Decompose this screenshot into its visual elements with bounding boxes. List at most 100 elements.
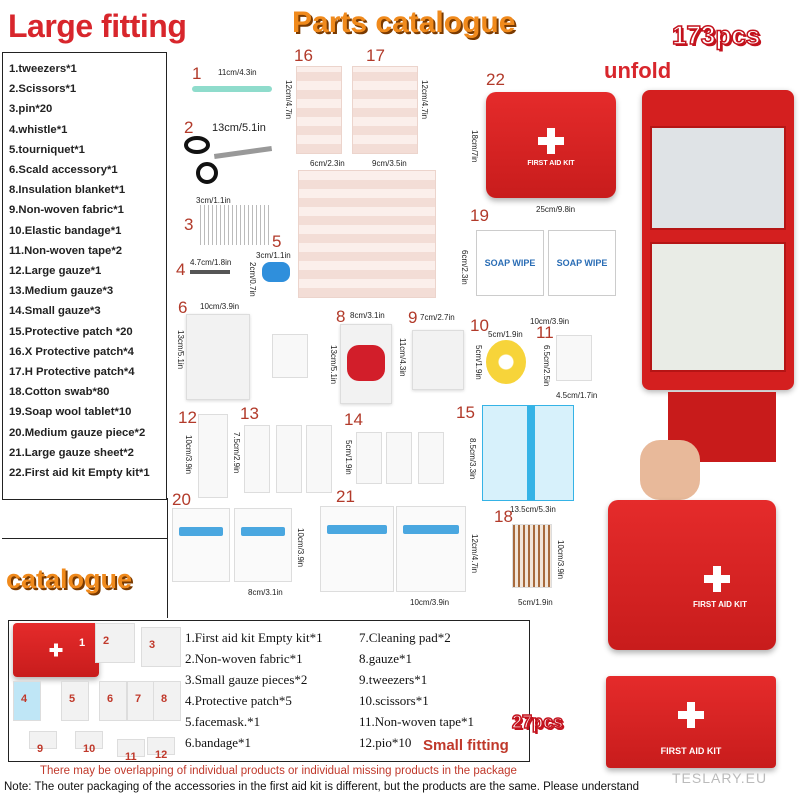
list-item: 3.pin*20 (9, 103, 53, 116)
list-item: 9.tweezers*1 (359, 672, 428, 687)
small-item-number: 6 (107, 693, 114, 705)
small-fitting-label: Small fitting (423, 737, 509, 754)
list-item: 14.Small gauze*3 (9, 305, 101, 318)
small-kit-image (13, 623, 99, 677)
non-woven-fabric-image (412, 330, 464, 390)
small-item-image (141, 627, 181, 667)
part-dimension: 3cm/1.1in (256, 251, 291, 260)
list-item: 19.Soap wool tablet*10 (9, 406, 132, 419)
small-item-image (75, 731, 103, 749)
divider (2, 538, 167, 539)
small-item-image (117, 739, 145, 757)
list-item: 20.Medium gauze piece*2 (9, 426, 146, 439)
small-first-aid-pouch-image: FIRST AID KIT (606, 676, 776, 768)
part-dimension: 8cm/3.1in (248, 588, 283, 597)
small-count-badge: 27pcs (511, 711, 564, 733)
part-number: 8 (336, 307, 346, 326)
list-item: 4.whistle*1 (9, 123, 68, 136)
list-item: 12.Large gauze*1 (9, 265, 102, 278)
small-item-image (153, 681, 181, 721)
part-dimension: 13.5cm/5.3in (510, 505, 556, 514)
medical-cross-icon (678, 702, 704, 728)
list-item: 7.Cleaning pad*2 (359, 630, 451, 645)
medium-gauze-image (306, 425, 332, 493)
tweezers-image (192, 86, 272, 92)
list-item: 17.H Protective patch*4 (9, 366, 135, 379)
small-item-image (61, 681, 89, 721)
small-item-number: 1 (79, 637, 86, 649)
soap-wipe-label: SOAP WIPE (556, 258, 608, 268)
small-item-number: 5 (69, 693, 76, 705)
list-item: 10.Elastic bandage*1 (9, 224, 122, 237)
h-protective-patch-image (352, 66, 418, 154)
list-item: 18.Cotton swab*80 (9, 386, 110, 399)
soap-wipe-image: SOAP WIPE (476, 230, 544, 296)
catalogue-title: catalogue (6, 564, 133, 594)
part-number: 16 (294, 46, 313, 65)
packaging-note: Note: The outer packaging of the accesso… (4, 781, 639, 793)
large-fitting-title: Large fitting (8, 8, 187, 44)
list-item: 9.Non-woven fabric*1 (9, 204, 124, 217)
part-dimension: 8cm/3.1in (350, 311, 385, 320)
part-dimension: 4.7cm/1.8in (190, 258, 232, 267)
small-item-number: 10 (83, 743, 96, 755)
scissors-image (184, 136, 274, 186)
small-item-image (13, 681, 41, 721)
part-number: 15 (456, 403, 475, 422)
small-item-image (147, 737, 175, 755)
divider (167, 498, 168, 538)
part-dimension: 12cm/4.7in (470, 534, 479, 574)
part-number: 9 (408, 308, 418, 327)
list-item: 1.First aid kit Empty kit*1 (185, 630, 323, 645)
list-item: 2.Non-woven fabric*1 (185, 651, 303, 666)
part-dimension: 6cm/2.3in (310, 159, 345, 168)
small-item-image (29, 731, 57, 749)
medical-cross-icon (538, 128, 564, 154)
protective-patch-image (482, 405, 574, 501)
small-item-number: 12 (155, 749, 168, 761)
list-item: 15.Protective patch *20 (9, 325, 133, 338)
medium-gauze-image (276, 425, 302, 493)
part-number: 3 (184, 215, 194, 234)
small-item-image (99, 681, 127, 721)
first-aid-kit-carry-image: FIRST AID KIT (608, 500, 776, 650)
medical-cross-icon (704, 566, 730, 592)
part-dimension: 13cm/5.1in (329, 345, 338, 385)
part-dimension: 10cm/3.9in (184, 435, 193, 475)
medium-gauze-piece-image (234, 508, 292, 582)
part-number: 22 (486, 70, 505, 89)
list-item: 10.scissors*1 (359, 693, 429, 708)
part-number: 21 (336, 487, 355, 506)
elastic-bandage-image (486, 340, 526, 384)
large-gauze-sheet-image (320, 506, 394, 592)
part-number: 18 (494, 507, 513, 526)
part-dimension: 9cm/3.5in (372, 159, 407, 168)
list-item: 8.gauze*1 (359, 651, 413, 666)
part-dimension: 18cm/7in (470, 130, 479, 163)
small-gauze-image (386, 432, 412, 484)
part-number: 19 (470, 206, 489, 225)
whistle-image (190, 270, 230, 274)
unfold-label: unfold (604, 58, 672, 83)
part-dimension: 10cm/3.9in (410, 598, 450, 607)
bag-label: FIRST AID KIT (527, 160, 575, 167)
watermark: TESLARY.EU (672, 770, 768, 786)
pins-image (200, 205, 270, 245)
small-item-number: 9 (37, 743, 44, 755)
bag-label: FIRST AID KIT (693, 600, 747, 609)
small-item-number: 8 (161, 693, 168, 705)
bag-label: FIRST AID KIT (660, 746, 722, 756)
part-number: 10 (470, 316, 489, 335)
part-number: 12 (178, 408, 197, 427)
hand-image (640, 440, 700, 500)
list-item: 3.Small gauze pieces*2 (185, 672, 308, 687)
small-item-number: 3 (149, 639, 156, 651)
list-item: 22.First aid kit Empty kit*1 (9, 467, 150, 480)
part-dimension: 11cm/4.3in (218, 68, 257, 77)
part-dimension: 5cm/1.9in (344, 440, 353, 475)
part-dimension: 7.5cm/2.9in (232, 432, 241, 474)
part-dimension: 10cm/3.9in (556, 540, 565, 580)
non-woven-tape-image (272, 334, 308, 378)
warning-note: There may be overlapping of individual p… (40, 765, 517, 777)
part-number: 4 (176, 260, 186, 279)
